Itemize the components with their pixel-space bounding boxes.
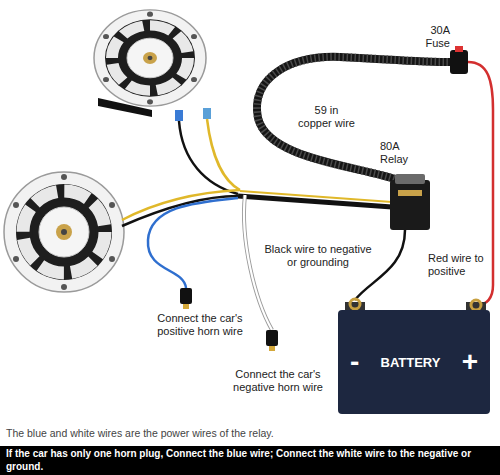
white-wire	[244, 195, 272, 330]
ring-terminal	[471, 300, 481, 310]
black-wire	[355, 230, 405, 300]
spade-connector	[203, 108, 211, 119]
note-text: The blue and white wires are the power w…	[6, 427, 494, 440]
red-wire	[468, 62, 493, 306]
positive-label: Red wire to positive	[428, 252, 486, 278]
fuse-label: 30A Fuse	[414, 24, 450, 50]
blue-wire	[148, 198, 238, 288]
horn-wire-label: Connect the car's negative horn wire	[222, 368, 334, 394]
relay-block	[390, 180, 430, 230]
terminal-sign: -	[350, 348, 359, 376]
plug	[266, 330, 278, 346]
battery-label: BATTERY	[381, 356, 441, 369]
terminal-sign: +	[462, 348, 478, 376]
ring-terminal	[350, 299, 360, 309]
plug	[180, 288, 192, 304]
coiled-wire	[257, 57, 450, 180]
horn-bracket	[98, 98, 152, 117]
warning-bar: If the car has only one horn plug, Conne…	[0, 446, 500, 475]
relay-label: 80A Relay	[380, 140, 420, 166]
battery-box: - BATTERY +	[338, 310, 490, 414]
fuse-holder	[450, 50, 468, 74]
horn-illustration	[94, 10, 206, 106]
horn-wire-label: Connect the car's positive horn wire	[150, 312, 250, 338]
spade-connector	[175, 110, 183, 121]
horn-illustration	[4, 172, 124, 292]
wire-label: 59 in copper wire	[297, 104, 356, 130]
ground-label: Black wire to negative or grounding	[262, 243, 374, 269]
